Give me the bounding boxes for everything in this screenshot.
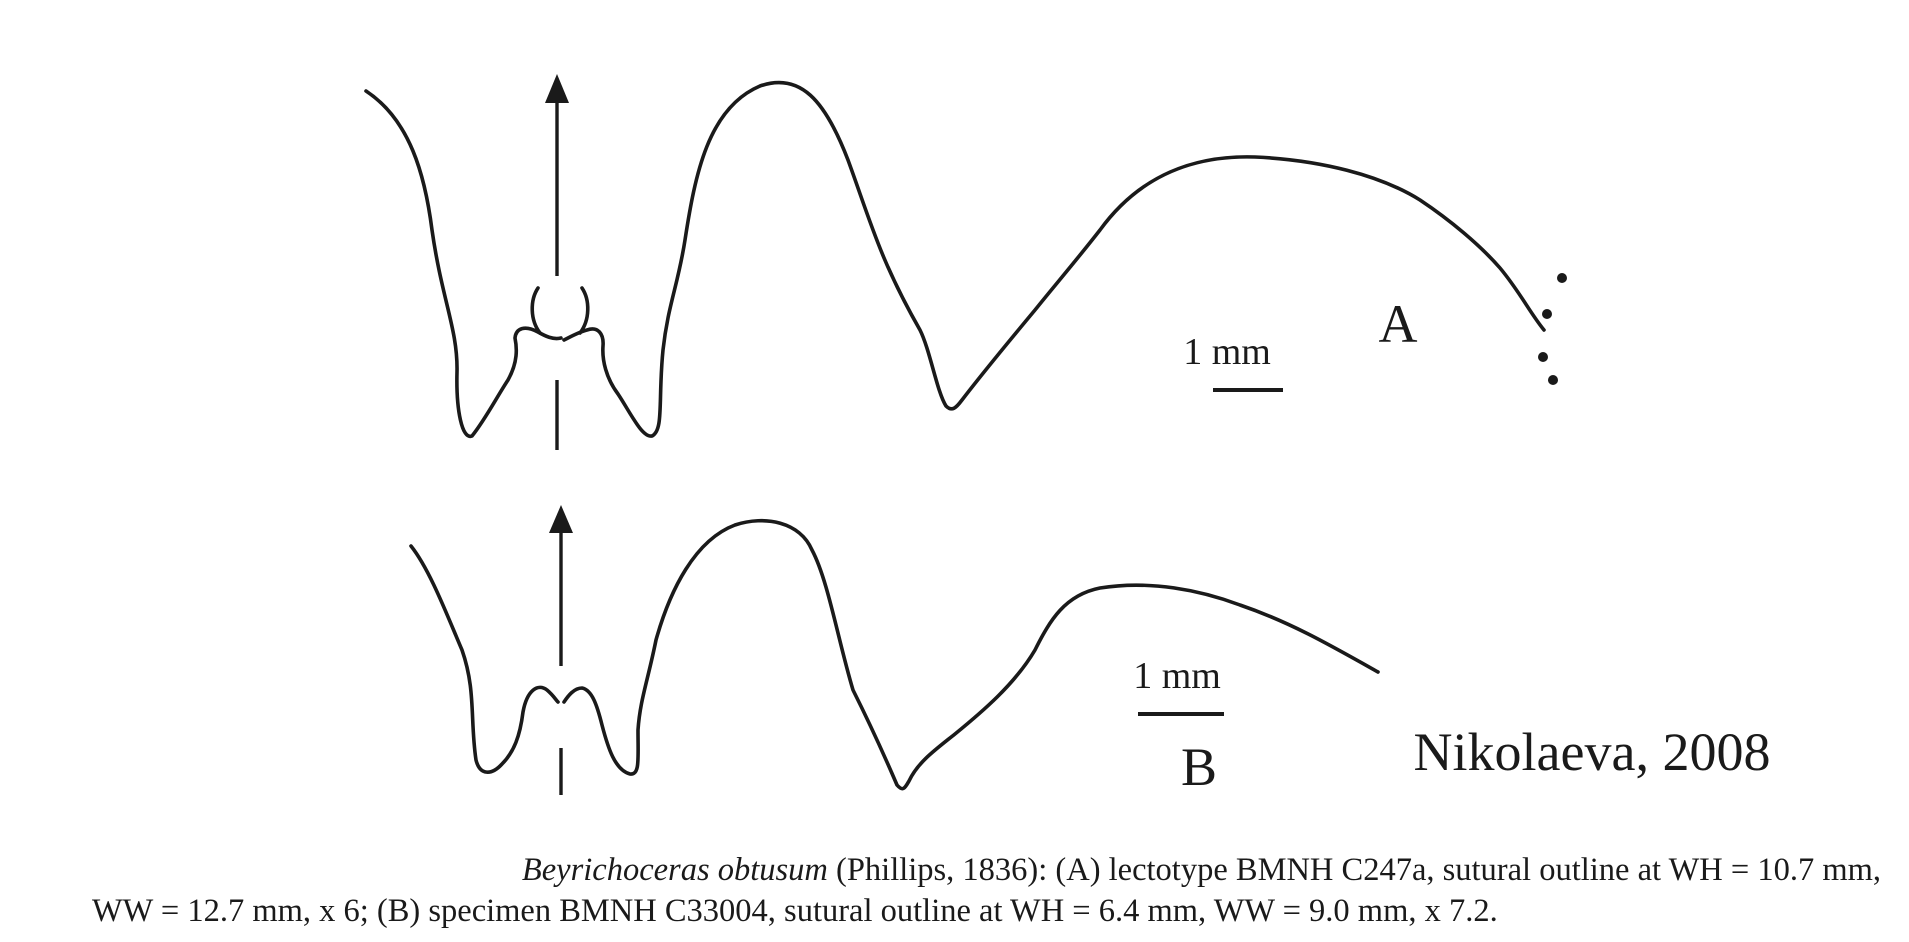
suture-outline-b: 1 mm B	[409, 505, 1380, 797]
suture-line-a-right	[562, 80, 1546, 438]
outline-label-a: A	[1379, 294, 1418, 354]
suture-line-a-left	[364, 89, 563, 438]
umbilical-dot-1	[1557, 273, 1567, 283]
caption-line-2: WW = 12.7 mm, x 6; (B) specimen BMNH C33…	[92, 893, 1498, 929]
suture-line-b	[409, 518, 1380, 791]
attribution-label: Nikolaeva, 2008	[1414, 722, 1771, 782]
caption-line-1-rest: (Phillips, 1836): (A) lectotype BMNH C24…	[827, 852, 1881, 888]
saddle-hook-a-right	[578, 286, 590, 335]
caption-species: Beyrichoceras obtusum	[521, 852, 828, 888]
umbilical-dot-3	[1538, 352, 1548, 362]
scale-label-b: 1 mm	[1133, 655, 1221, 697]
umbilical-dot-4	[1548, 375, 1558, 385]
caption-line-1: Beyrichoceras obtusum (Phillips, 1836): …	[0, 850, 1909, 891]
suture-outline-a: 1 mm A	[364, 74, 1567, 450]
arrow-head-b	[549, 505, 573, 533]
umbilical-dot-2	[1542, 309, 1552, 319]
figure-caption: Beyrichoceras obtusum (Phillips, 1836): …	[0, 850, 1909, 932]
arrow-head-a	[545, 74, 569, 103]
saddle-hook-a-left	[530, 286, 542, 335]
outline-label-b: B	[1181, 737, 1217, 797]
scale-label-a: 1 mm	[1183, 331, 1271, 373]
